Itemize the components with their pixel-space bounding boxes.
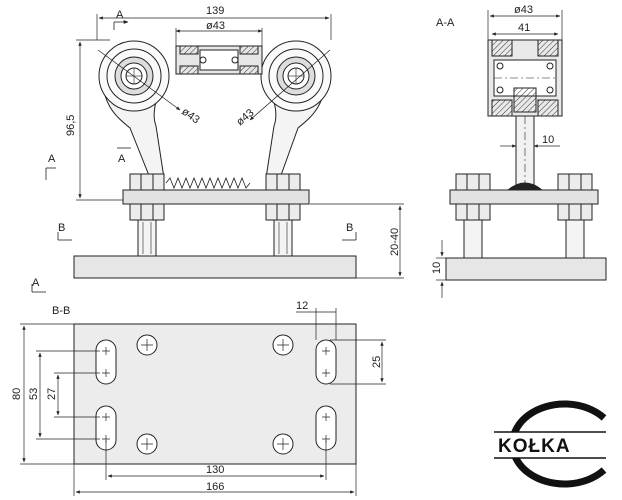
dim-10-height: 10 [431,262,443,274]
dim-139: 139 [206,5,224,17]
dim-dia43-right: ø43 [234,107,256,128]
dim-dia43-top: ø43 [206,20,225,32]
marker-a-mid: A [118,153,126,165]
dim-166: 166 [206,481,224,493]
front-view [31,14,404,293]
dim-25: 25 [371,356,383,368]
dim-96-5: 96,5 [65,115,77,136]
dim-53: 53 [28,388,40,400]
dim-dia43-section: ø43 [514,4,533,16]
dim-10-width: 10 [542,134,554,146]
dim-80: 80 [11,388,23,400]
section-markers: A A A B B A A-A B-B [32,9,455,317]
dim-41: 41 [518,22,530,34]
marker-b-left: B [58,222,65,234]
marker-a-left: A [48,153,56,165]
kolka-logo: KOŁKA [494,400,607,488]
logo-text: KOŁKA [498,436,571,457]
dim-130: 130 [206,464,224,476]
section-aa-view [436,10,607,298]
marker-a-top: A [116,9,124,21]
section-bb-view [20,308,386,496]
marker-a-bottom: A [32,277,40,289]
dim-12: 12 [296,300,308,312]
section-bb-title: B-B [52,305,70,317]
dim-27: 27 [46,388,58,400]
section-aa-title: A-A [436,17,455,29]
dimension-labels: 139 ø43 ø43 ø43 96,5 20-40 ø43 41 10 10 … [11,4,554,493]
dim-dia43-left: ø43 [179,106,201,127]
marker-b-right: B [346,222,353,234]
dim-20-40: 20-40 [389,228,401,256]
